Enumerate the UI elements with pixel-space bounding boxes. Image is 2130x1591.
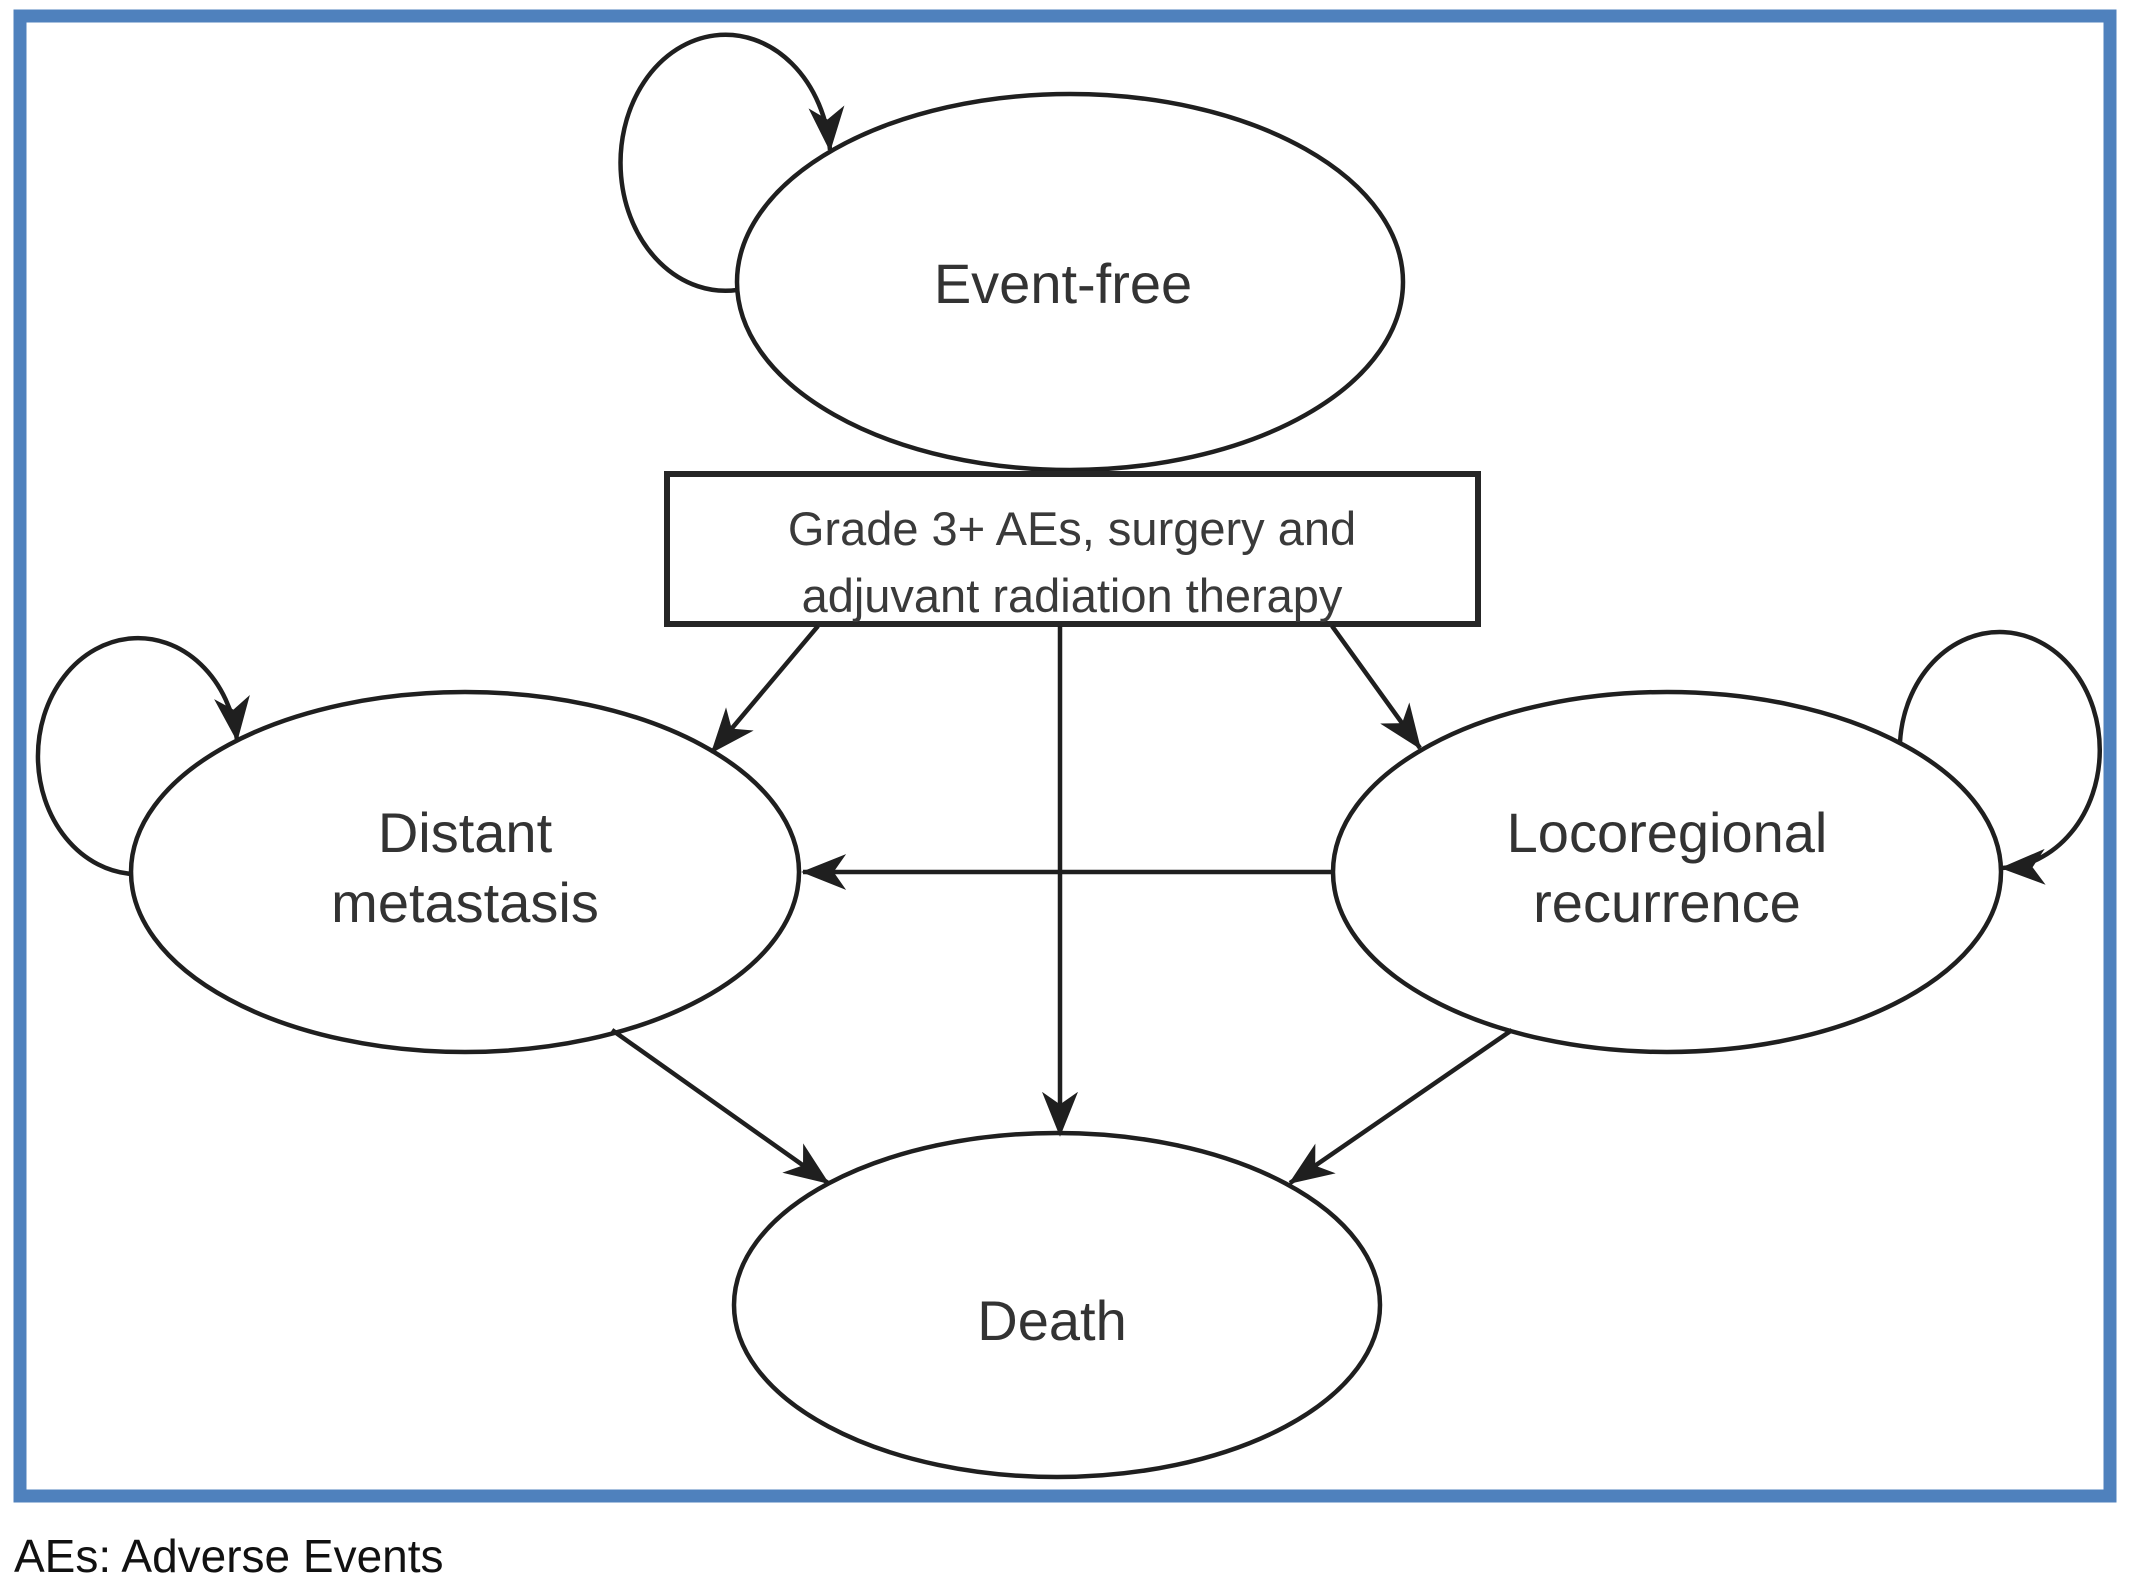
distant-metastasis-label-line1: Distant	[378, 801, 553, 864]
transition-box-label-line1: Grade 3+ AEs, surgery and	[788, 502, 1356, 555]
edge-locoregional-to-death	[1288, 1028, 1514, 1185]
labels: Event-free Grade 3+ AEs, surgery and adj…	[331, 252, 1827, 1352]
locoregional-recurrence-label-line1: Locoregional	[1507, 801, 1828, 864]
self-loop-locoregional-recurrence	[1897, 629, 2102, 885]
locoregional-recurrence-label-line2: recurrence	[1533, 871, 1801, 934]
edge-box-to-distant-metastasis	[710, 624, 820, 754]
self-loop-distant-metastasis	[35, 635, 250, 877]
transition-box	[664, 471, 1481, 627]
footnote-abbreviation: AEs: Adverse Events	[14, 1530, 444, 1582]
node-event-free	[734, 91, 1406, 473]
edge-distant-to-death	[610, 1028, 830, 1185]
edges	[35, 32, 2102, 1185]
frame-border	[13, 9, 2117, 1503]
self-loop-event-free	[618, 32, 845, 293]
nodes	[128, 91, 2004, 1480]
distant-metastasis-label-line2: metastasis	[331, 871, 599, 934]
event-free-label: Event-free	[934, 252, 1192, 315]
death-label: Death	[977, 1289, 1126, 1352]
edge-box-to-locoregional-recurrence	[1330, 624, 1422, 750]
transition-box-label-line2: adjuvant radiation therapy	[802, 569, 1343, 622]
